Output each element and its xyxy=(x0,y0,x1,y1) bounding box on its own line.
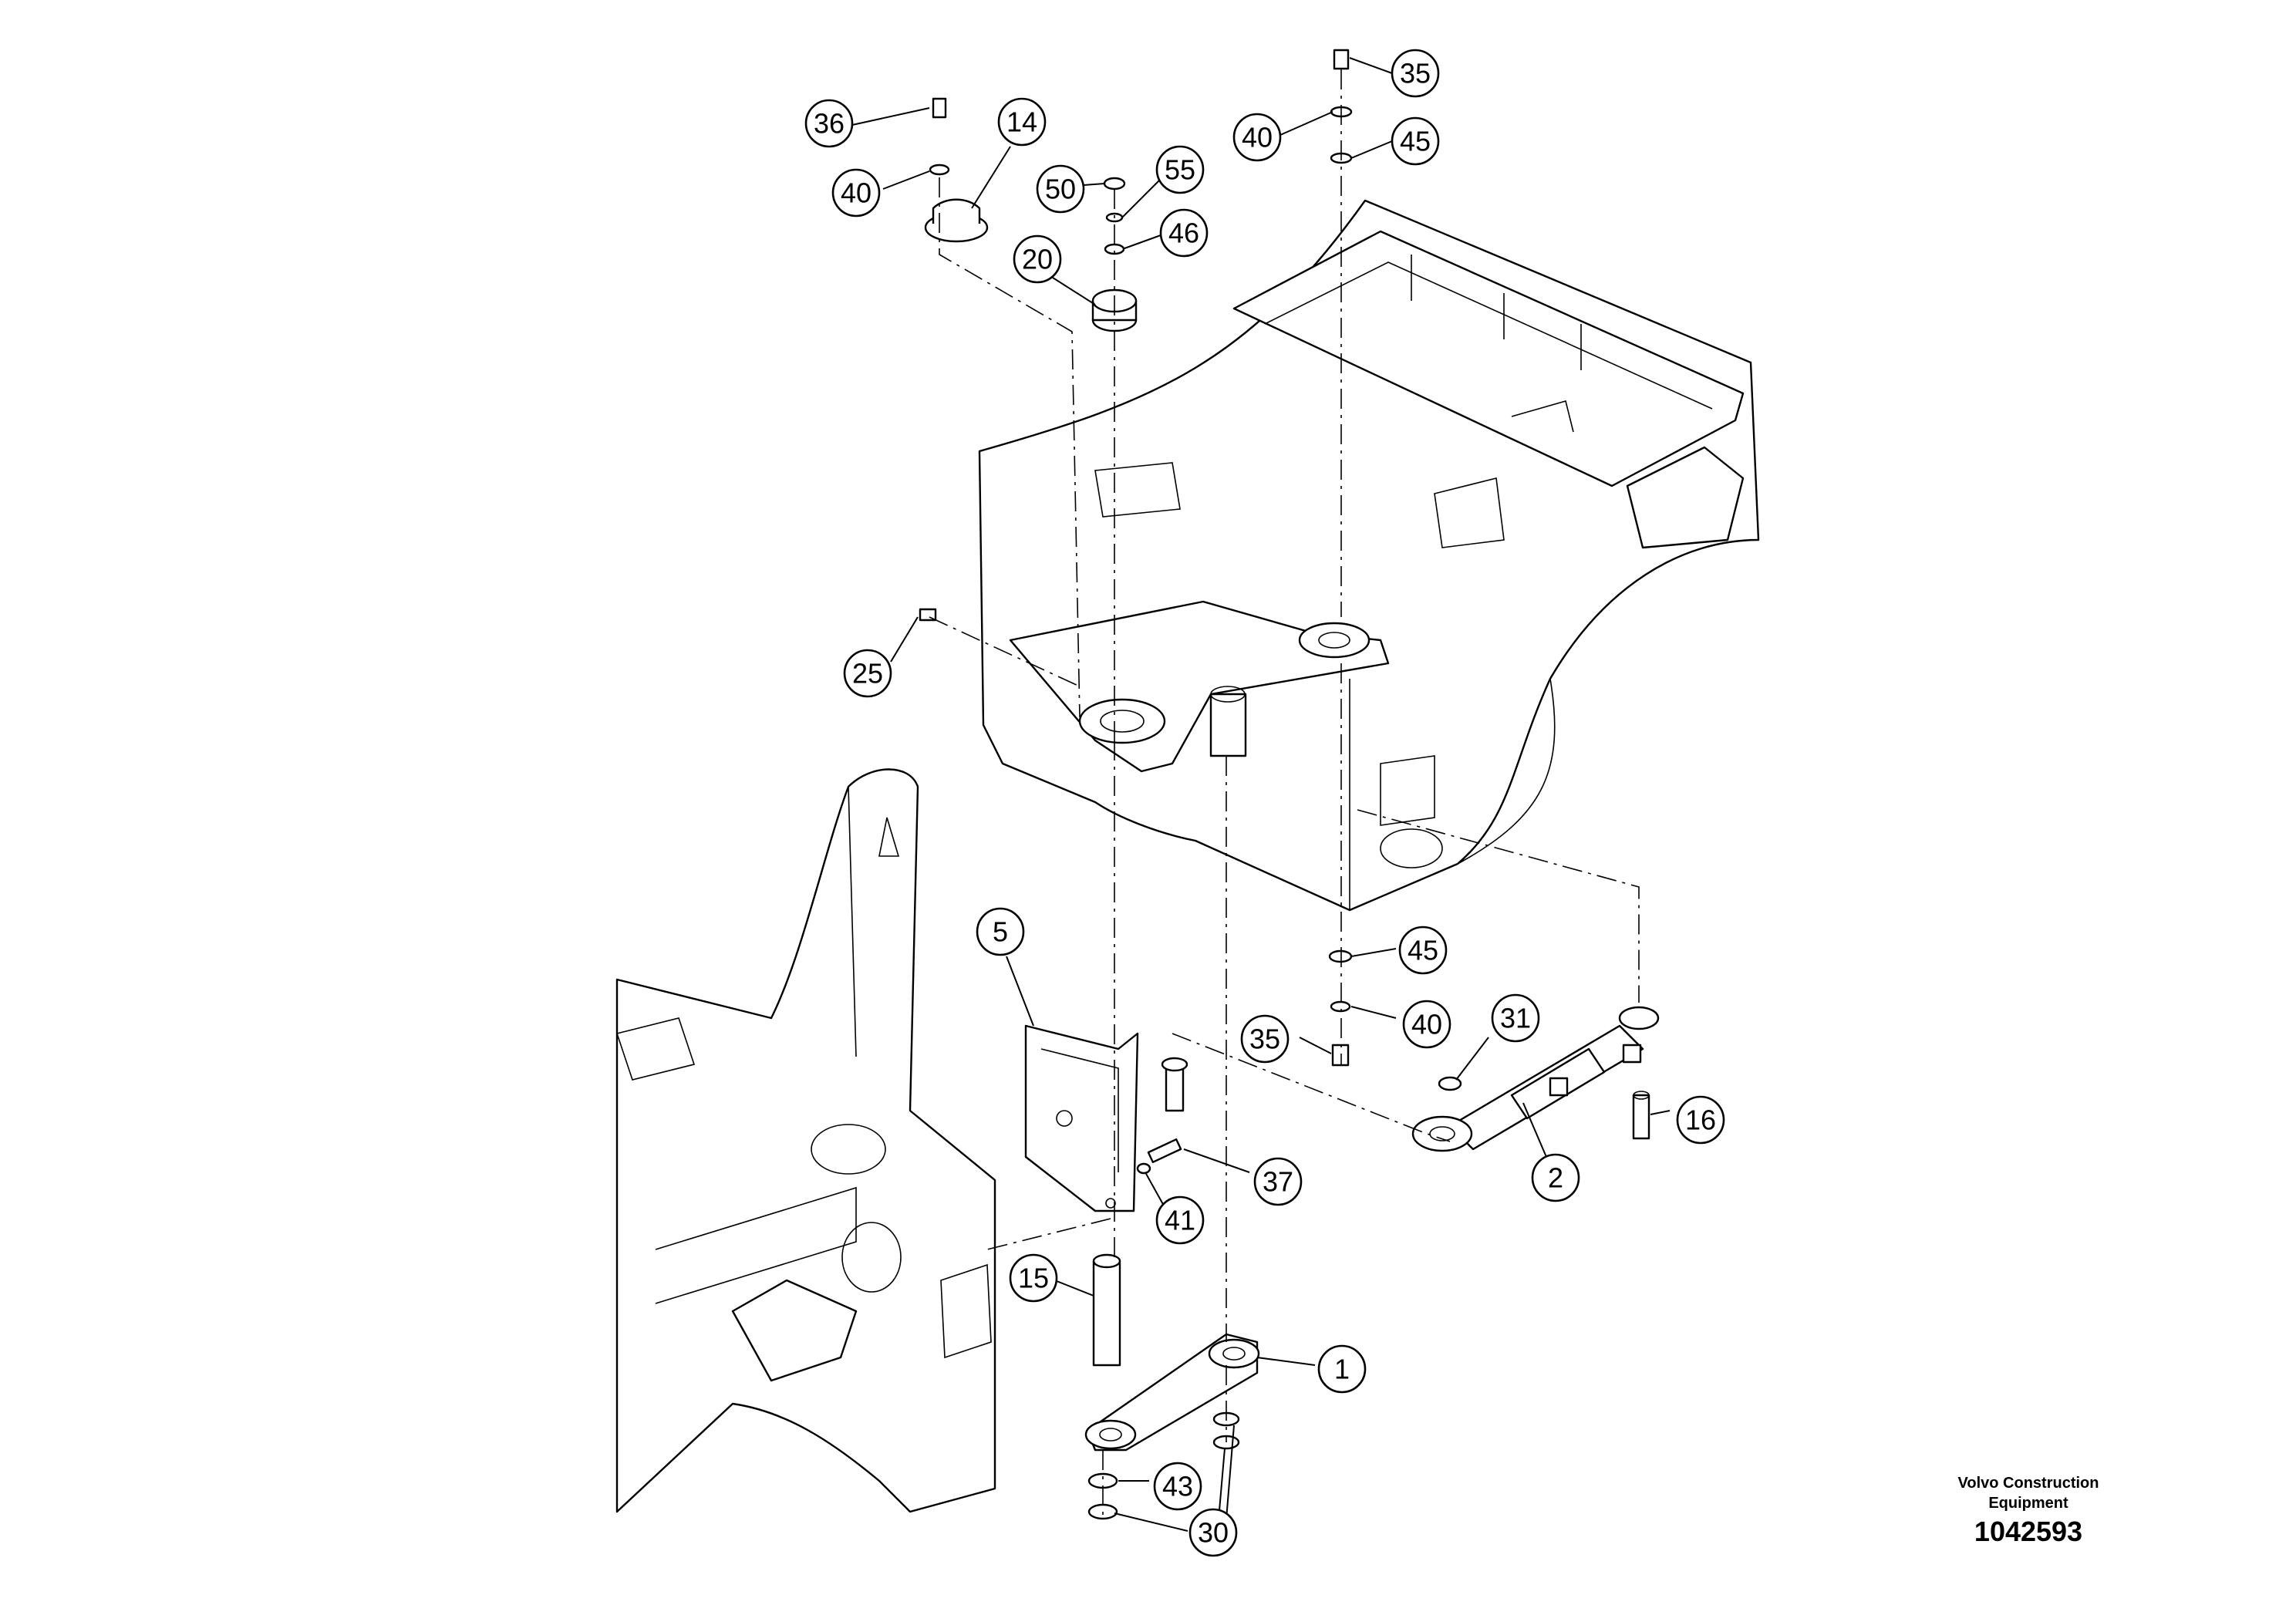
callout-label: 37 xyxy=(1263,1166,1293,1198)
callout-label: 30 xyxy=(1198,1517,1229,1549)
callout-41: 41 xyxy=(1155,1195,1205,1245)
callout-2: 2 xyxy=(1531,1153,1580,1202)
callout-label: 41 xyxy=(1165,1205,1195,1236)
brand-name-line2: Equipment xyxy=(1988,1495,2068,1512)
callout-36: 36 xyxy=(804,99,854,148)
callout-label: 35 xyxy=(1400,58,1431,89)
steering-bracket-part xyxy=(1024,1024,1188,1212)
callout-50: 50 xyxy=(1036,164,1085,214)
callout-label: 16 xyxy=(1685,1104,1716,1136)
callout-5: 5 xyxy=(976,907,1025,956)
callout-label: 2 xyxy=(1548,1162,1563,1194)
callout-label: 20 xyxy=(1022,244,1053,275)
callout-40: 40 xyxy=(1402,1000,1451,1049)
callout-30: 30 xyxy=(1188,1508,1238,1557)
brand-name-line1: Volvo Construction xyxy=(1957,1475,2099,1492)
callout-37: 37 xyxy=(1253,1157,1303,1206)
callout-46: 46 xyxy=(1159,208,1209,258)
callout-40: 40 xyxy=(831,168,881,218)
leader-lines xyxy=(851,57,1671,1532)
callout-55: 55 xyxy=(1155,145,1205,194)
callout-label: 43 xyxy=(1162,1471,1193,1502)
callout-35: 35 xyxy=(1240,1014,1290,1064)
callout-35: 35 xyxy=(1391,49,1440,98)
drawing-number: 1042593 xyxy=(1974,1516,2083,1547)
callout-label: 14 xyxy=(1006,106,1037,138)
callout-label: 5 xyxy=(993,916,1008,948)
callout-label: 31 xyxy=(1500,1003,1531,1034)
callout-14: 14 xyxy=(997,97,1047,147)
callout-20: 20 xyxy=(1013,234,1062,284)
callout-label: 40 xyxy=(1411,1009,1442,1040)
callout-label: 1 xyxy=(1334,1354,1350,1385)
callout-45: 45 xyxy=(1398,926,1448,975)
callout-31: 31 xyxy=(1491,993,1540,1043)
callout-label: 40 xyxy=(1242,122,1273,153)
callout-25: 25 xyxy=(843,649,892,698)
callout-16: 16 xyxy=(1676,1095,1725,1145)
callout-label: 46 xyxy=(1168,218,1199,249)
callout-15: 15 xyxy=(1009,1253,1058,1303)
callout-label: 35 xyxy=(1249,1023,1280,1055)
rear-frame-drawing xyxy=(978,199,1760,912)
callout-40: 40 xyxy=(1232,113,1282,162)
callout-label: 55 xyxy=(1165,154,1195,186)
steering-link-part xyxy=(1084,1333,1260,1452)
callout-45: 45 xyxy=(1391,116,1440,166)
steering-cylinder-part xyxy=(1411,1006,1660,1152)
callout-label: 25 xyxy=(852,658,883,690)
front-frame-drawing xyxy=(615,768,996,1513)
callout-label: 36 xyxy=(814,108,845,140)
assembly-lines xyxy=(929,69,1640,1516)
callout-43: 43 xyxy=(1153,1462,1202,1511)
callout-label: 45 xyxy=(1400,126,1431,157)
callout-label: 50 xyxy=(1045,174,1076,205)
callout-label: 40 xyxy=(841,177,872,209)
brand-name: Volvo Construction Equipment xyxy=(1913,1473,2144,1513)
callout-label: 45 xyxy=(1408,935,1438,966)
callout-label: 15 xyxy=(1018,1263,1049,1294)
callout-1: 1 xyxy=(1317,1344,1367,1394)
